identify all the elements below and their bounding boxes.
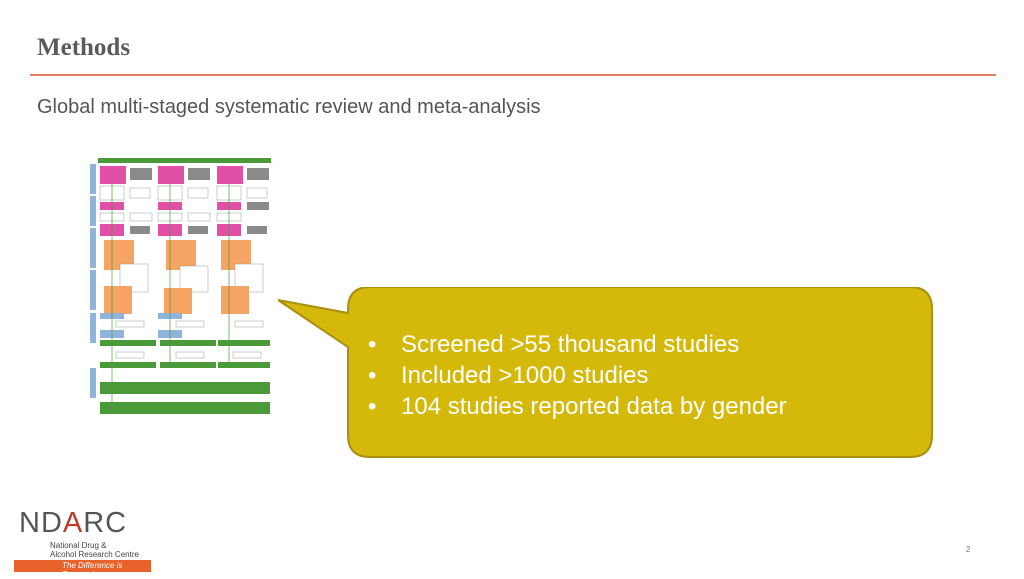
page-number: 2 <box>966 545 971 554</box>
callout-bullet: Screened >55 thousand studies <box>368 329 908 360</box>
slide-title: Methods <box>37 34 131 61</box>
callout-bullet: Included >1000 studies <box>368 360 908 391</box>
slide-subtitle: Global multi-staged systematic review an… <box>37 96 541 118</box>
prisma-flowchart-image <box>90 158 271 416</box>
title-divider <box>30 74 996 76</box>
logo-line-2: Alcohol Research Centre <box>50 550 139 559</box>
logo-wordmark: NDARC <box>19 507 128 539</box>
ndarc-logo: NDARC National Drug & Alcohol Research C… <box>14 503 154 579</box>
callout-bullet-list: Screened >55 thousand studies Included >… <box>368 329 908 422</box>
callout-bullet: 104 studies reported data by gender <box>368 391 908 422</box>
logo-line-1: National Drug & <box>50 541 107 550</box>
logo-tagline: The Difference is Research <box>62 561 123 579</box>
logo-tagline-strip <box>14 560 151 572</box>
